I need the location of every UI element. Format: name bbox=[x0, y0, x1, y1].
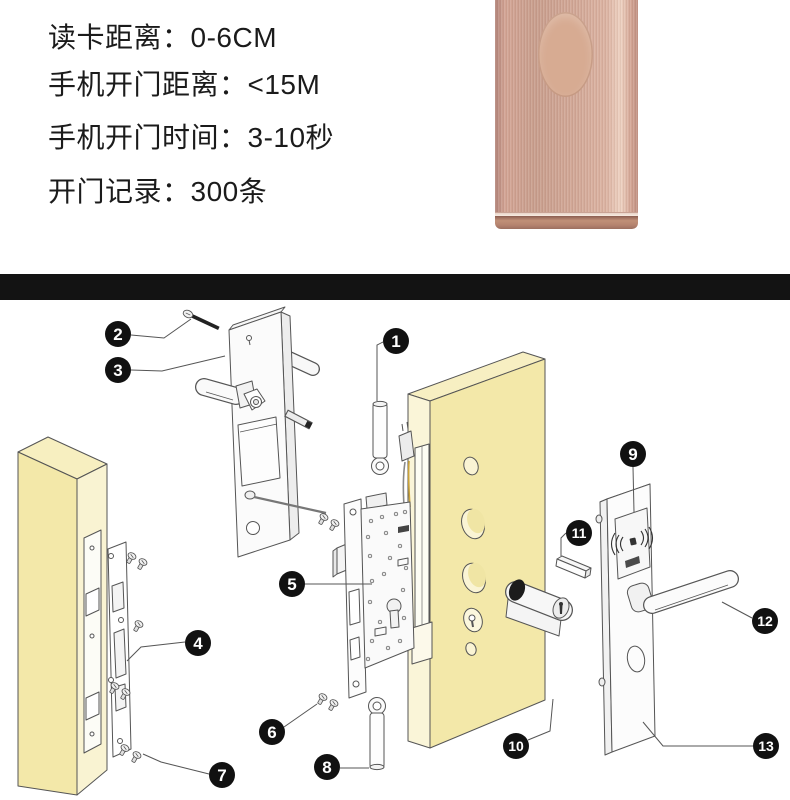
part-badge-1 bbox=[383, 328, 409, 354]
interior-panel bbox=[195, 306, 327, 558]
part-number-3: 3 bbox=[113, 361, 122, 380]
leader-line-4 bbox=[126, 641, 186, 662]
part-number-11: 11 bbox=[572, 525, 587, 541]
part-badge-3 bbox=[105, 357, 131, 383]
part-badge-4 bbox=[185, 630, 211, 656]
part-badge-12 bbox=[752, 608, 778, 634]
part-badge-2 bbox=[105, 321, 131, 347]
part-badge-9 bbox=[620, 441, 646, 467]
part-number-9: 9 bbox=[628, 445, 637, 464]
leader-line-3 bbox=[130, 355, 226, 372]
part-badge-6 bbox=[259, 719, 285, 745]
diagram-linework bbox=[17, 306, 739, 796]
door-frame-post bbox=[17, 436, 108, 796]
pin-tube-bottom bbox=[368, 697, 386, 771]
part-number-6: 6 bbox=[267, 723, 276, 742]
leader-line-1 bbox=[376, 341, 384, 401]
spec-card-distance: 读卡距离：0-6CM bbox=[48, 22, 278, 53]
mortise-lock-body bbox=[332, 492, 415, 699]
door-handle bbox=[644, 571, 738, 613]
lock-cylinder bbox=[505, 579, 573, 637]
part-badge-11 bbox=[566, 520, 592, 546]
part-number-13: 13 bbox=[758, 738, 774, 754]
rear-handle-stub bbox=[282, 351, 320, 376]
leader-line-7 bbox=[142, 753, 210, 775]
leader-line-10 bbox=[527, 698, 554, 741]
wiring-harness bbox=[398, 421, 415, 508]
part-badge-13 bbox=[753, 733, 779, 759]
part-number-1: 1 bbox=[391, 332, 400, 351]
part-badge-8 bbox=[314, 754, 340, 780]
door-slab bbox=[407, 351, 546, 749]
spec-phone-time: 手机开门时间：3-10秒 bbox=[48, 122, 335, 153]
spec-phone-distance: 手机开门距离：<15M bbox=[48, 69, 321, 100]
leader-line-12 bbox=[721, 601, 753, 619]
part-badge-7 bbox=[209, 762, 235, 788]
panel-seam bbox=[495, 213, 638, 216]
pin-tube-top bbox=[371, 400, 389, 475]
leader-line-13 bbox=[642, 721, 753, 747]
part-number-4: 4 bbox=[193, 634, 203, 653]
card-reader-oval bbox=[538, 12, 593, 97]
part-badge-5 bbox=[279, 571, 305, 597]
leader-line-9 bbox=[632, 466, 635, 513]
strike-plate bbox=[107, 541, 132, 758]
leader-line-6 bbox=[283, 703, 318, 728]
part-number-2: 2 bbox=[113, 325, 122, 344]
part-number-7: 7 bbox=[217, 766, 226, 785]
rfid-waves-icon bbox=[610, 526, 654, 556]
panel-bottom-cap bbox=[495, 216, 638, 229]
part-badge-10 bbox=[503, 733, 529, 759]
exterior-panel bbox=[595, 483, 739, 756]
lock-screws bbox=[314, 511, 341, 713]
spindle-bar bbox=[555, 555, 592, 579]
long-screw bbox=[182, 309, 220, 331]
part-number-8: 8 bbox=[322, 758, 331, 777]
part-number-10: 10 bbox=[508, 738, 524, 754]
section-divider-bar bbox=[0, 274, 790, 300]
part-number-5: 5 bbox=[287, 575, 296, 594]
product-photo-lock-panel bbox=[495, 0, 638, 229]
leader-line-11 bbox=[560, 532, 567, 556]
part-number-12: 12 bbox=[757, 613, 773, 629]
leader-line-2 bbox=[130, 318, 192, 339]
keyhole-cover-oval bbox=[626, 645, 646, 673]
spec-record-count: 开门记录：300条 bbox=[48, 176, 268, 207]
